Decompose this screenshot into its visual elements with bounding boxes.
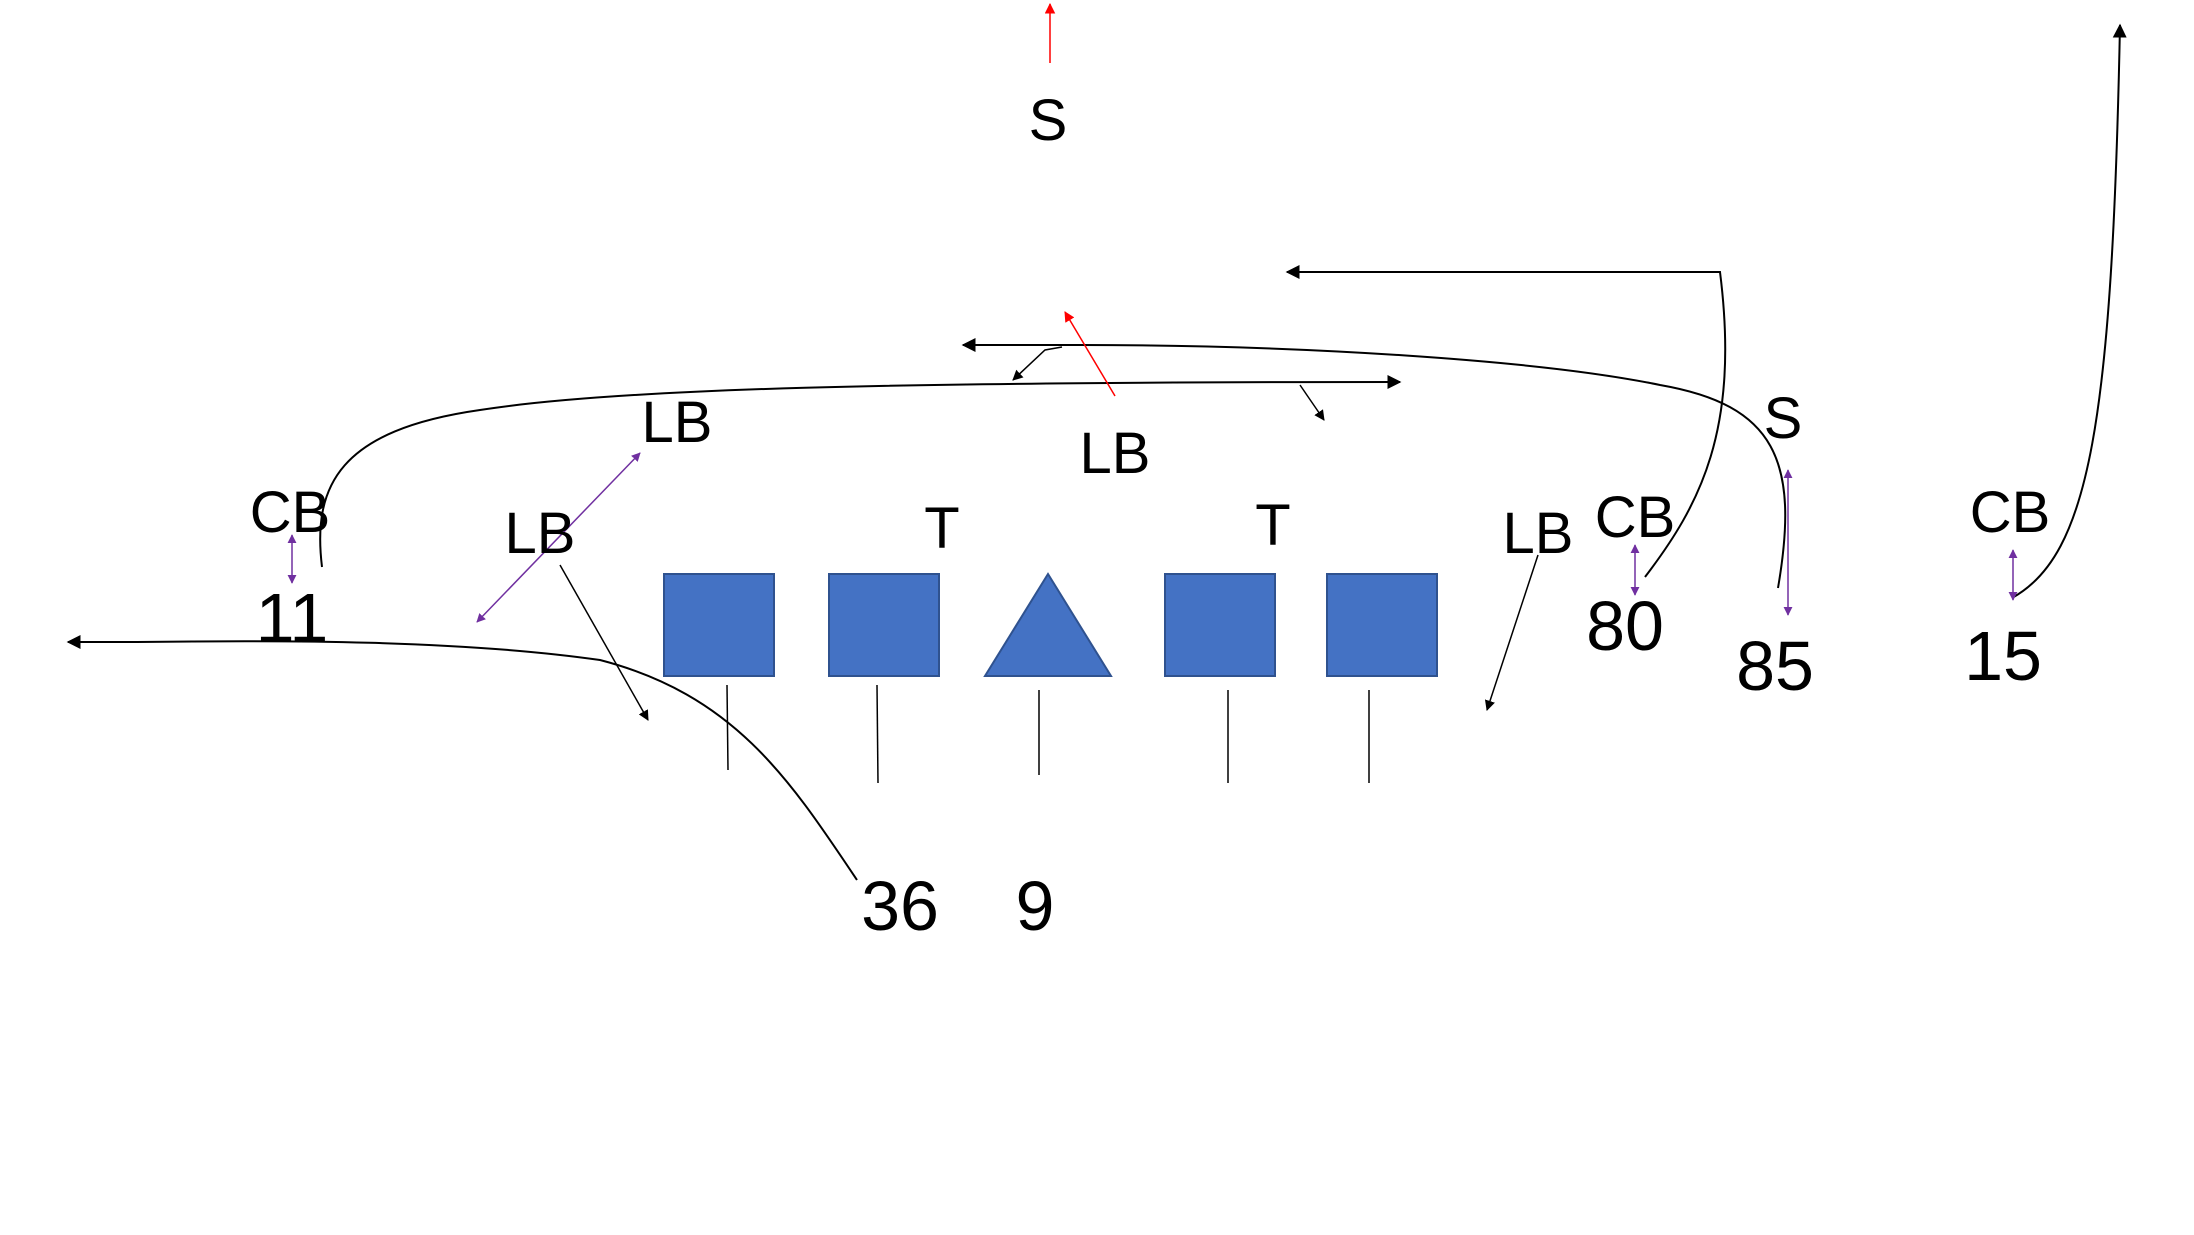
label-linebacker-3: LB [505, 501, 576, 566]
route-85 [961, 338, 1787, 589]
coverage-lb-left [476, 452, 641, 623]
blitz-arrows [1044, 2, 1116, 397]
drop-t-right [1299, 384, 1325, 421]
label-receiver-11: 11 [256, 579, 329, 657]
label-safety-right: S [1764, 386, 1803, 451]
route-15 [2011, 23, 2127, 599]
offensive-line [663, 572, 1438, 677]
defense-labels: S S LB LB LB LB T T CB CB CB [250, 88, 2051, 566]
lineman-right-tackle [1326, 573, 1438, 677]
lineman-right-guard [1164, 573, 1276, 677]
drop-lb-middle [1012, 346, 1063, 381]
label-cornerback-right: CB [1970, 480, 2051, 545]
blitz-middle-lb [1064, 311, 1116, 397]
lineman-left-guard [828, 573, 940, 677]
label-running-back-36: 36 [861, 867, 939, 945]
label-linebacker-4: LB [1503, 501, 1574, 566]
routes [66, 23, 2127, 881]
label-cornerback-middle: CB [1595, 485, 1676, 550]
drop-lb-right [1484, 554, 1539, 711]
label-receiver-85: 85 [1736, 627, 1814, 705]
center-triangle [983, 572, 1113, 677]
blocking-stems [726, 684, 1370, 784]
label-tackle-left: T [924, 496, 959, 561]
drop-lb-left [559, 564, 649, 721]
route-11 [319, 375, 1402, 568]
stem-lg [876, 684, 879, 784]
label-safety-deep: S [1029, 88, 1068, 153]
label-cornerback-left: CB [250, 480, 331, 545]
label-linebacker-2: LB [1080, 421, 1151, 486]
stem-lt [726, 684, 729, 771]
lineman-left-tackle [663, 573, 775, 677]
coverage-arrows [287, 452, 2018, 623]
route-80 [1285, 265, 1727, 578]
label-linebacker-1: LB [642, 390, 713, 455]
label-quarterback-9: 9 [1016, 867, 1055, 945]
route-36 [66, 635, 858, 881]
offense-labels: 11 80 85 15 36 9 [256, 579, 2042, 945]
label-tackle-right: T [1255, 493, 1290, 558]
label-receiver-80: 80 [1586, 587, 1664, 665]
label-receiver-15: 15 [1964, 617, 2042, 695]
